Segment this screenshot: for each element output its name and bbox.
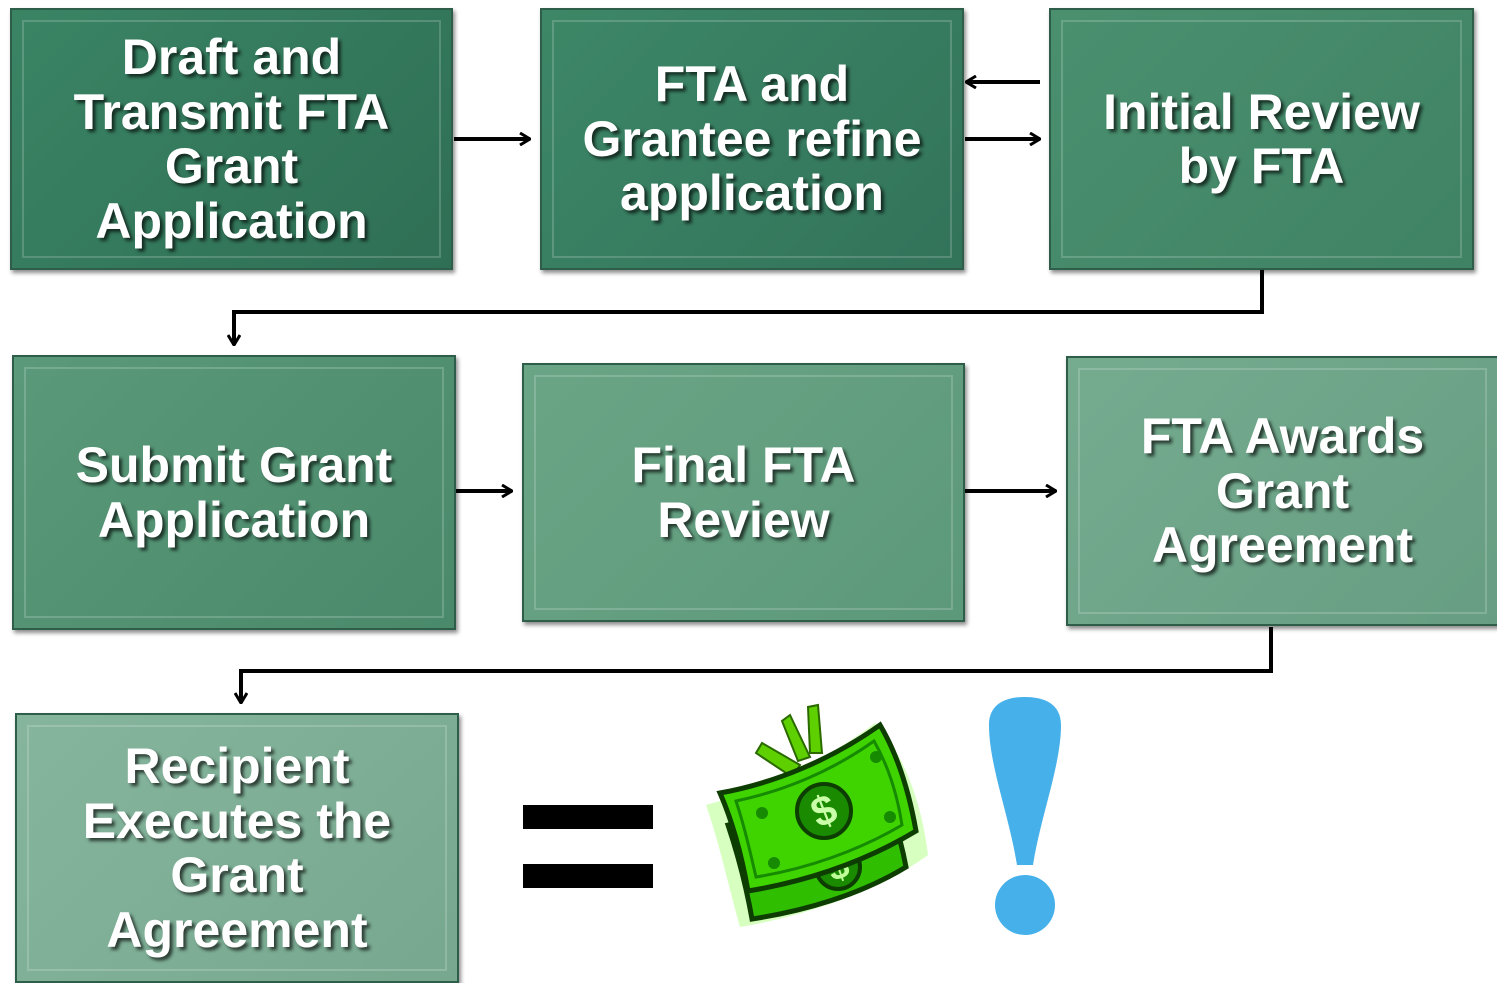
step-final-review: Final FTA Review (522, 363, 965, 622)
step-label-refine: FTA and Grantee refine application (582, 56, 922, 222)
step-label-final: Final FTA Review (631, 437, 856, 548)
step-label-recipient: Recipient Executes the Grant Agreement (82, 738, 392, 958)
equals-bar-bottom (523, 864, 653, 888)
step-recipient-executes: Recipient Executes the Grant Agreement (15, 713, 459, 983)
arrow-initial-to-submit (234, 270, 1264, 345)
arrow-awards-to-recipient (241, 627, 1273, 703)
step-label-awards: FTA Awards Grant Agreement (1140, 408, 1425, 574)
step-label-submit: Submit Grant Application (75, 437, 393, 548)
step-awards-agreement: FTA Awards Grant Agreement (1066, 356, 1497, 626)
money-bills-icon: $ $ (706, 703, 928, 927)
step-initial-review: Initial Review by FTA (1049, 8, 1474, 270)
exclamation-icon (989, 697, 1061, 935)
step-submit-application: Submit Grant Application (12, 355, 456, 630)
step-draft-transmit: Draft and Transmit FTA Grant Application (10, 8, 453, 270)
step-label-initial: Initial Review by FTA (1103, 83, 1420, 194)
step-label-draft: Draft and Transmit FTA Grant Application (73, 29, 390, 249)
equals-bar-top (523, 805, 653, 829)
step-refine-application: FTA and Grantee refine application (540, 8, 964, 270)
